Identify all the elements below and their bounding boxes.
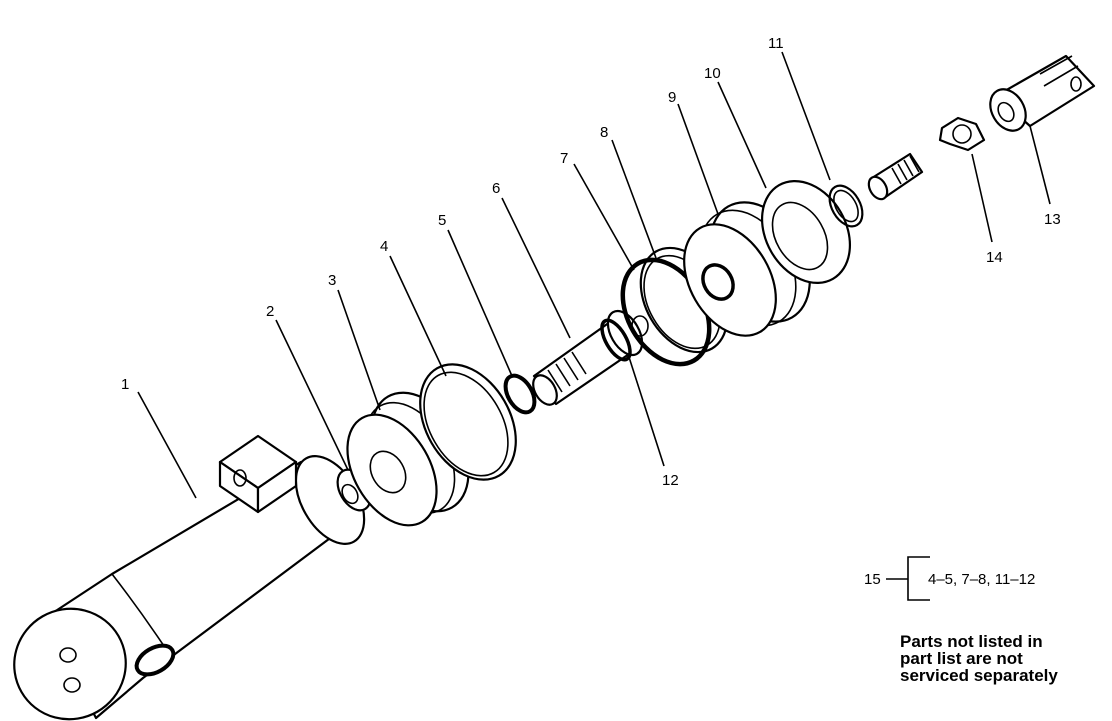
leader-13: [1029, 125, 1051, 205]
leader-14: [971, 153, 993, 243]
callout-3: 3: [328, 272, 336, 289]
callout-8: 8: [600, 124, 608, 141]
callout-4: 4: [380, 238, 388, 255]
leader-7: [573, 163, 635, 271]
callout-14: 14: [986, 249, 1003, 266]
threaded-rod: [867, 152, 924, 201]
kit-number: 15: [864, 571, 881, 588]
part-1-cylinder-body: [13, 434, 366, 721]
leader-10: [717, 81, 767, 189]
leader-12: [627, 353, 665, 467]
leader-11: [781, 51, 831, 181]
callout-1: 1: [121, 376, 129, 393]
leader-2: [275, 319, 349, 471]
leader-9: [677, 103, 719, 215]
kit-brace: [907, 556, 930, 601]
leader-4: [389, 255, 447, 377]
leader-lines: [137, 51, 1051, 499]
callout-10: 10: [704, 65, 721, 82]
leader-1: [137, 391, 197, 499]
leader-8: [611, 139, 657, 259]
part-13-clevis: [989, 54, 1096, 132]
callout-numbers: 1 2 3 4 5 6 7 8 9 10 11 12 13 14: [121, 35, 1061, 489]
part-14-hex-nut: [938, 116, 986, 152]
callout-9: 9: [668, 89, 676, 106]
service-note-line-3: serviced separately: [900, 666, 1058, 685]
kit-bracket: 15 4–5, 7–8, 11–12: [864, 556, 1035, 601]
callout-7: 7: [560, 150, 568, 167]
leader-6: [501, 197, 571, 339]
part-6-piston-rod: [532, 309, 649, 406]
part-10-ring: [760, 180, 852, 284]
part-5-o-ring: [503, 373, 537, 415]
callout-6: 6: [492, 180, 500, 197]
part-11-ring: [828, 184, 864, 228]
service-note-line-1: Parts not listed in: [900, 632, 1043, 651]
leader-5: [447, 229, 513, 377]
service-note-line-2: part list are not: [900, 649, 1023, 668]
part-12-o-ring: [600, 318, 632, 362]
callout-13: 13: [1044, 211, 1061, 228]
kit-range: 4–5, 7–8, 11–12: [928, 571, 1035, 588]
part-4-ring: [419, 363, 517, 481]
leader-3: [337, 289, 381, 411]
callout-5: 5: [438, 212, 446, 229]
callout-11: 11: [768, 35, 784, 52]
callout-12: 12: [662, 472, 679, 489]
callout-2: 2: [266, 303, 274, 320]
service-note: Parts not listed in part list are not se…: [900, 633, 1100, 684]
